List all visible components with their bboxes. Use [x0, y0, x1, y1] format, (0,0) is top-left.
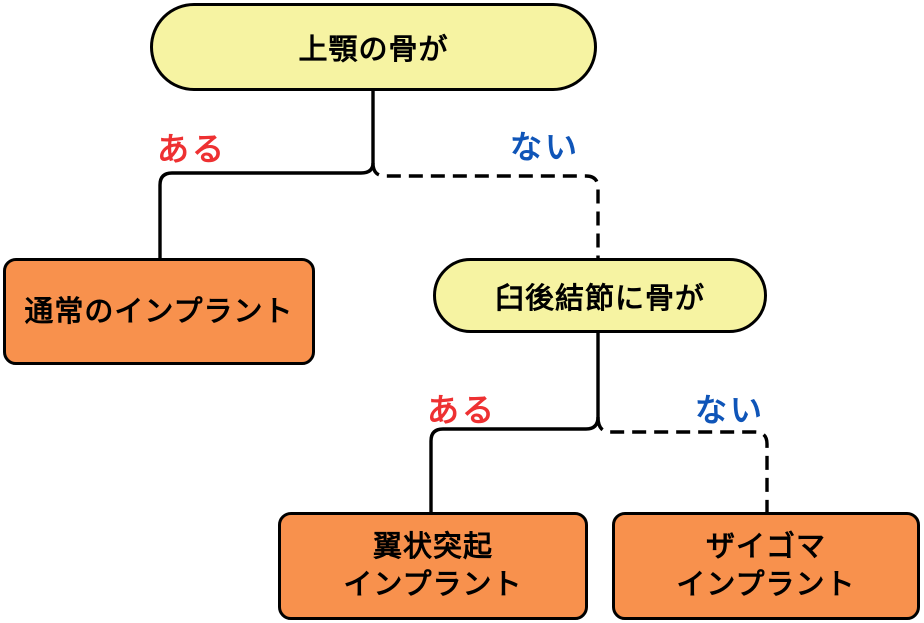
pterygoid-label-line2: インプラント	[343, 569, 523, 601]
decision-node-retromolar-bone: 臼後結節に骨が	[433, 258, 767, 333]
edge-retromolar-no-line	[596, 416, 769, 512]
pterygoid-label-line1: 翼状突起	[372, 531, 493, 563]
edge-label-retromolar-yes: ある	[427, 392, 498, 428]
result-node-zygoma-implant-label: ザイゴマ インプラント	[676, 528, 855, 604]
edge-retromolar-yes-line	[429, 416, 600, 512]
result-node-normal-implant: 通常のインプラント	[3, 258, 315, 365]
edge-label-root-yes: ある	[157, 131, 228, 167]
result-node-pterygoid-implant: 翼状突起 インプラント	[278, 512, 588, 620]
decision-node-maxilla-bone-label: 上顎の骨が	[298, 34, 449, 66]
decision-node-retromolar-bone-label: 臼後結節に骨が	[494, 282, 705, 315]
edge-label-root-no: ない	[510, 129, 581, 165]
edge-root-yes-line	[158, 162, 375, 258]
result-node-pterygoid-implant-label: 翼状突起 インプラント	[343, 528, 522, 604]
edge-root-no-line	[371, 162, 600, 258]
zygoma-label-line1: ザイゴマ	[705, 531, 826, 563]
decision-node-maxilla-bone: 上顎の骨が	[150, 3, 597, 91]
zygoma-label-line2: インプラント	[676, 569, 856, 601]
result-node-normal-implant-label: 通常のインプラント	[24, 295, 294, 328]
result-node-zygoma-implant: ザイゴマ インプラント	[612, 512, 920, 620]
edge-label-retromolar-no: ない	[695, 392, 766, 428]
